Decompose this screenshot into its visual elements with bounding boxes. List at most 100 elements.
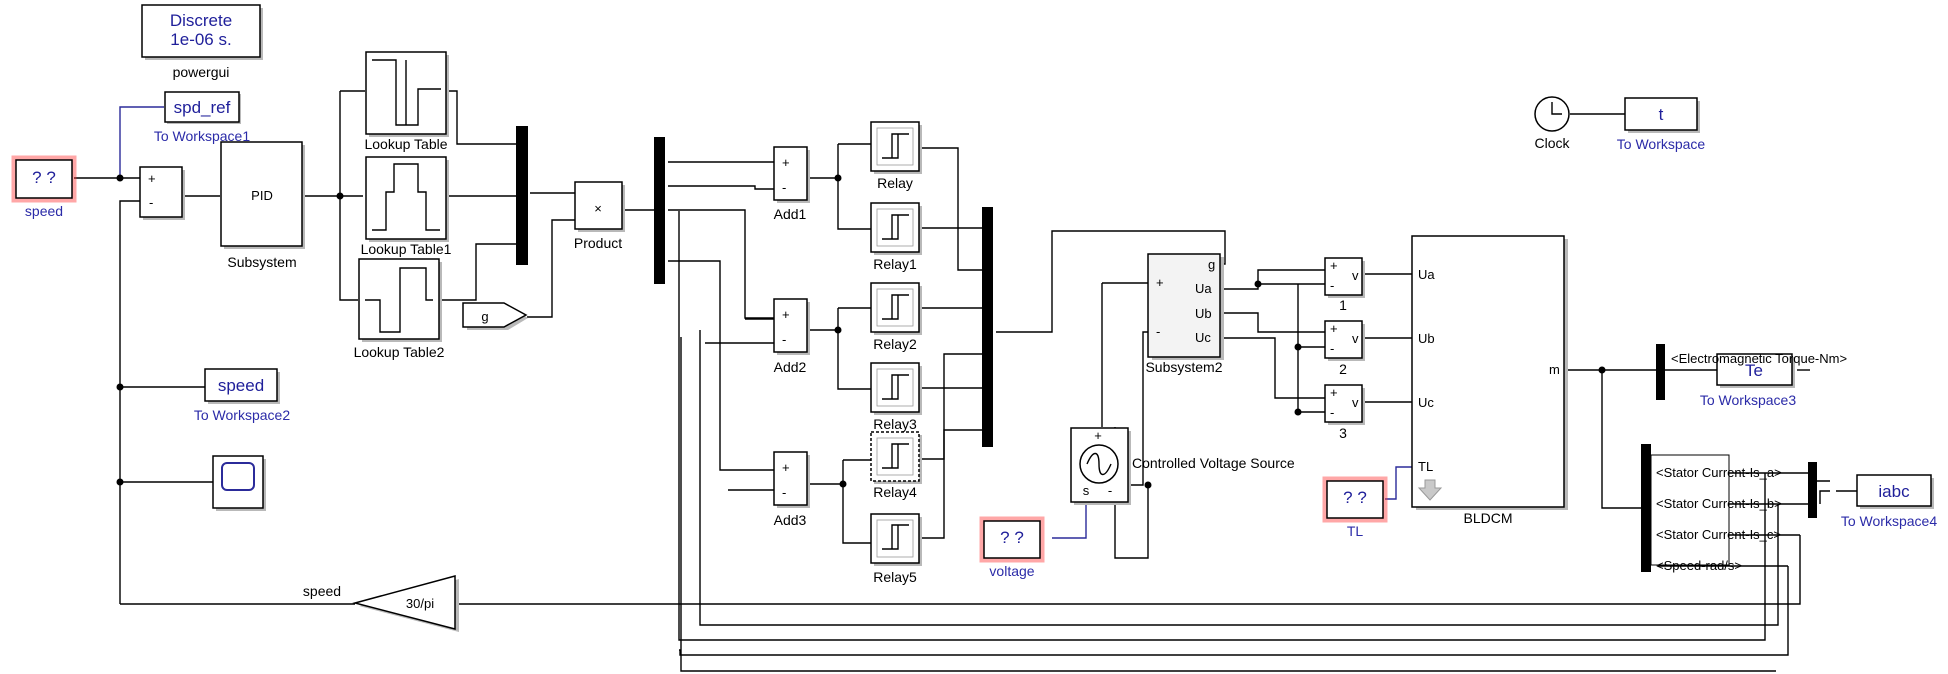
vm3-label: 3 <box>1339 425 1347 441</box>
mux2-bar[interactable] <box>654 137 665 284</box>
vm1-v: v <box>1352 268 1359 283</box>
to-workspace-t-block[interactable]: t To Workspace <box>1617 97 1706 152</box>
mux4-bar[interactable] <box>1656 344 1665 400</box>
scope-block[interactable] <box>212 455 266 511</box>
relay4-block[interactable]: Relay4 <box>870 431 922 500</box>
vm3-minus: - <box>1330 405 1334 420</box>
voltage-constant-value: ? ? <box>1000 528 1024 547</box>
relay2-block[interactable]: Relay2 <box>870 282 922 352</box>
to-workspace4-block[interactable]: iabc To Workspace4 <box>1841 474 1937 529</box>
cvs-label: Controlled Voltage Source <box>1132 455 1295 471</box>
iabc-ws-var: iabc <box>1878 482 1910 501</box>
vm2-plus: + <box>1330 321 1338 336</box>
to-workspace4-label: To Workspace4 <box>1841 513 1937 529</box>
voltage-measurement-2-block[interactable]: + - v 2 <box>1324 320 1365 377</box>
product-symbol: × <box>594 201 602 216</box>
subsystem2-in-plus: + <box>1156 275 1164 290</box>
add1-plus: + <box>782 155 790 170</box>
add1-minus: - <box>782 180 786 195</box>
bus-signal-1: <Stator Current-Is_a> <box>1656 465 1782 480</box>
relay-label: Relay <box>877 175 913 191</box>
controlled-voltage-source-block[interactable]: + s - Controlled Voltage Source <box>1070 427 1295 505</box>
to-workspace2-block[interactable]: speed To Workspace2 <box>194 368 290 423</box>
relay-block[interactable]: Relay <box>870 121 922 191</box>
relay2-label: Relay2 <box>873 336 917 352</box>
to-workspace2-label: To Workspace2 <box>194 407 290 423</box>
voltage-constant-label: voltage <box>989 563 1034 579</box>
powergui-block[interactable]: Discrete 1e-06 s. powergui <box>141 4 263 80</box>
vm3-plus: + <box>1330 385 1338 400</box>
vm1-label: 1 <box>1339 297 1347 313</box>
spd-ref-var: spd_ref <box>174 98 231 117</box>
subsystem2-out-uc: Uc <box>1195 330 1211 345</box>
gain-text: 30/pi <box>406 596 434 611</box>
sum-plus: + <box>148 171 156 186</box>
powergui-label: powergui <box>173 64 230 80</box>
product-label: Product <box>574 235 622 251</box>
tl-constant-block[interactable]: ? ? TL <box>1322 476 1388 539</box>
bldcm-label: BLDCM <box>1463 510 1512 526</box>
add2-minus: - <box>782 332 786 347</box>
mux3-bar[interactable] <box>982 207 993 447</box>
goto-g-text: g <box>481 309 488 324</box>
bldcm-block[interactable]: Ua Ub Uc TL m BLDCM <box>1411 235 1568 526</box>
lookup-table2-block[interactable]: Lookup Table2 <box>354 258 445 360</box>
add3-minus: - <box>782 485 786 500</box>
pid-subsystem-block[interactable]: PID Subsystem <box>220 141 305 270</box>
signal-lines <box>74 90 1858 672</box>
lookup-table1-block[interactable]: Lookup Table1 <box>361 156 452 257</box>
goto-g-block[interactable]: g <box>462 302 528 330</box>
add1-label: Add1 <box>774 206 807 222</box>
sum-block[interactable]: + - <box>139 166 185 220</box>
voltage-constant-block[interactable]: ? ? voltage <box>979 516 1045 579</box>
gain-block[interactable]: 30/pi speed <box>303 575 459 632</box>
mux5-bar[interactable] <box>1808 462 1817 518</box>
speed-constant-block[interactable]: ? ? speed <box>11 155 77 219</box>
add2-block[interactable]: + - Add2 <box>773 298 810 375</box>
add2-plus: + <box>782 307 790 322</box>
voltage-measurement-1-block[interactable]: + - v 1 <box>1324 257 1365 313</box>
to-workspace1-block[interactable]: spd_ref To Workspace1 <box>154 91 250 144</box>
lookup-table-block[interactable]: Lookup Table <box>364 51 449 152</box>
relay5-label: Relay5 <box>873 569 917 585</box>
bldcm-ground-icon <box>1417 479 1443 501</box>
relay1-block[interactable]: Relay1 <box>870 202 922 272</box>
to-workspace1-label: To Workspace1 <box>154 128 250 144</box>
product-block[interactable]: × Product <box>574 181 625 251</box>
voltage-measurement-3-block[interactable]: + - v 3 <box>1324 384 1365 441</box>
to-workspace-label: To Workspace <box>1617 136 1706 152</box>
clock-block[interactable]: Clock <box>1534 96 1570 151</box>
vm2-v: v <box>1352 331 1359 346</box>
relay3-block[interactable]: Relay3 <box>870 362 922 432</box>
to-workspace3-block[interactable]: Te <Electromagnetic Torque-Nm> To Worksp… <box>1671 351 1847 408</box>
relay5-block[interactable]: Relay5 <box>870 513 922 585</box>
cvs-s: s <box>1083 483 1090 498</box>
relay3-label: Relay3 <box>873 416 917 432</box>
mux1-bar[interactable] <box>516 126 528 265</box>
tl-constant-value: ? ? <box>1343 488 1367 507</box>
subsystem2-out-g: g <box>1208 257 1215 272</box>
subsystem2-out-ua: Ua <box>1195 281 1212 296</box>
speed-ws-var: speed <box>218 376 264 395</box>
add1-block[interactable]: + - Add1 <box>773 146 810 222</box>
lookup-table2-label: Lookup Table2 <box>354 344 445 360</box>
subsystem2-block[interactable]: + - g Ua Ub Uc Subsystem2 <box>1145 253 1224 375</box>
bldcm-port-tl: TL <box>1418 459 1433 474</box>
vm3-v: v <box>1352 395 1359 410</box>
to-workspace3-label: To Workspace3 <box>1700 392 1796 408</box>
gain-signal-label: speed <box>303 583 341 599</box>
cvs-minus: - <box>1108 483 1112 498</box>
add3-block[interactable]: + - Add3 <box>773 451 810 528</box>
powergui-line1: Discrete <box>170 11 232 30</box>
add2-label: Add2 <box>774 359 807 375</box>
bus-selector-block[interactable]: <Stator Current-Is_a> <Stator Current-Is… <box>1641 444 1782 573</box>
te-signal-label: <Electromagnetic Torque-Nm> <box>1671 351 1847 366</box>
t-ws-var: t <box>1659 105 1664 124</box>
pid-text: PID <box>251 188 273 203</box>
clock-label: Clock <box>1534 135 1570 151</box>
bus-signal-3: <Stator Current-Is_c> <box>1656 527 1781 542</box>
vm1-plus: + <box>1330 258 1338 273</box>
bldcm-port-ub: Ub <box>1418 331 1435 346</box>
te-ws-var: Te <box>1745 361 1763 380</box>
